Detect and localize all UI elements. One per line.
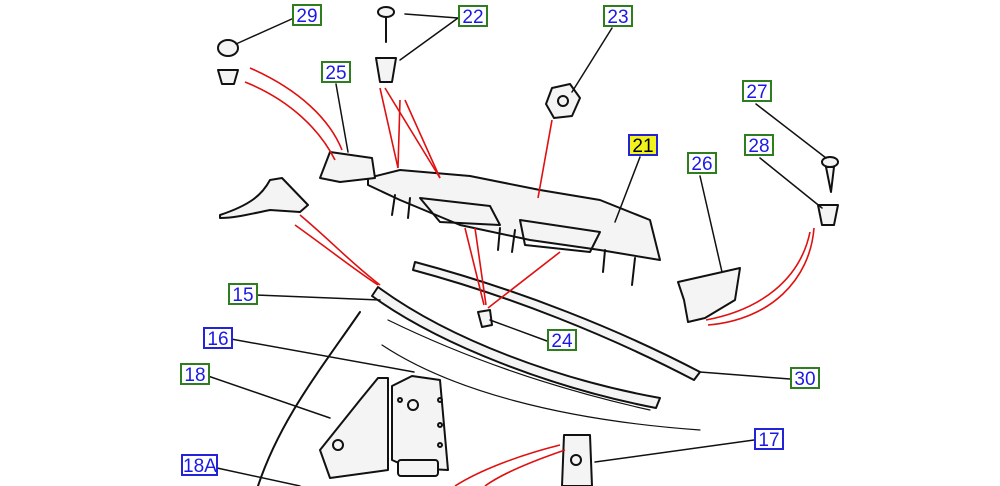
callout-21[interactable]: 21: [628, 134, 658, 157]
push-clip-29: [217, 39, 239, 57]
body-panel-curve: [387, 319, 651, 411]
nut-28: [817, 204, 839, 226]
clip-part: [219, 177, 309, 219]
moulding-strip-part: [371, 286, 661, 409]
callout-24[interactable]: 24: [547, 329, 577, 352]
red-connection-lines: [244, 67, 815, 486]
callout-27[interactable]: 27: [742, 80, 772, 103]
nut-23: [545, 83, 581, 119]
screw-22: [377, 6, 395, 18]
bracket-18-part: [319, 377, 389, 479]
callout-18[interactable]: 18: [180, 363, 210, 386]
bracket-25-part: [319, 151, 376, 183]
screw-24: [477, 309, 493, 328]
callout-18a[interactable]: 18A: [181, 454, 218, 477]
callout-17[interactable]: 17: [754, 428, 784, 451]
plate-16-part: [391, 375, 449, 471]
callout-28[interactable]: 28: [744, 134, 774, 157]
body-panel-outline: [257, 311, 361, 486]
callout-25[interactable]: 25: [321, 61, 351, 84]
callout-15[interactable]: 15: [228, 283, 258, 306]
grommet-22: [375, 57, 397, 83]
callout-22[interactable]: 22: [458, 5, 488, 28]
callout-30[interactable]: 30: [790, 367, 820, 390]
bracket-17-part: [561, 434, 593, 486]
callout-26[interactable]: 26: [687, 152, 717, 175]
bracket-26-part: [677, 267, 741, 323]
callout-23[interactable]: 23: [603, 5, 633, 28]
grille-part: [367, 169, 661, 261]
callout-16[interactable]: 16: [203, 327, 233, 350]
screw-27: [821, 156, 839, 168]
seal-strip-part: [412, 261, 701, 381]
callout-29[interactable]: 29: [292, 4, 322, 27]
